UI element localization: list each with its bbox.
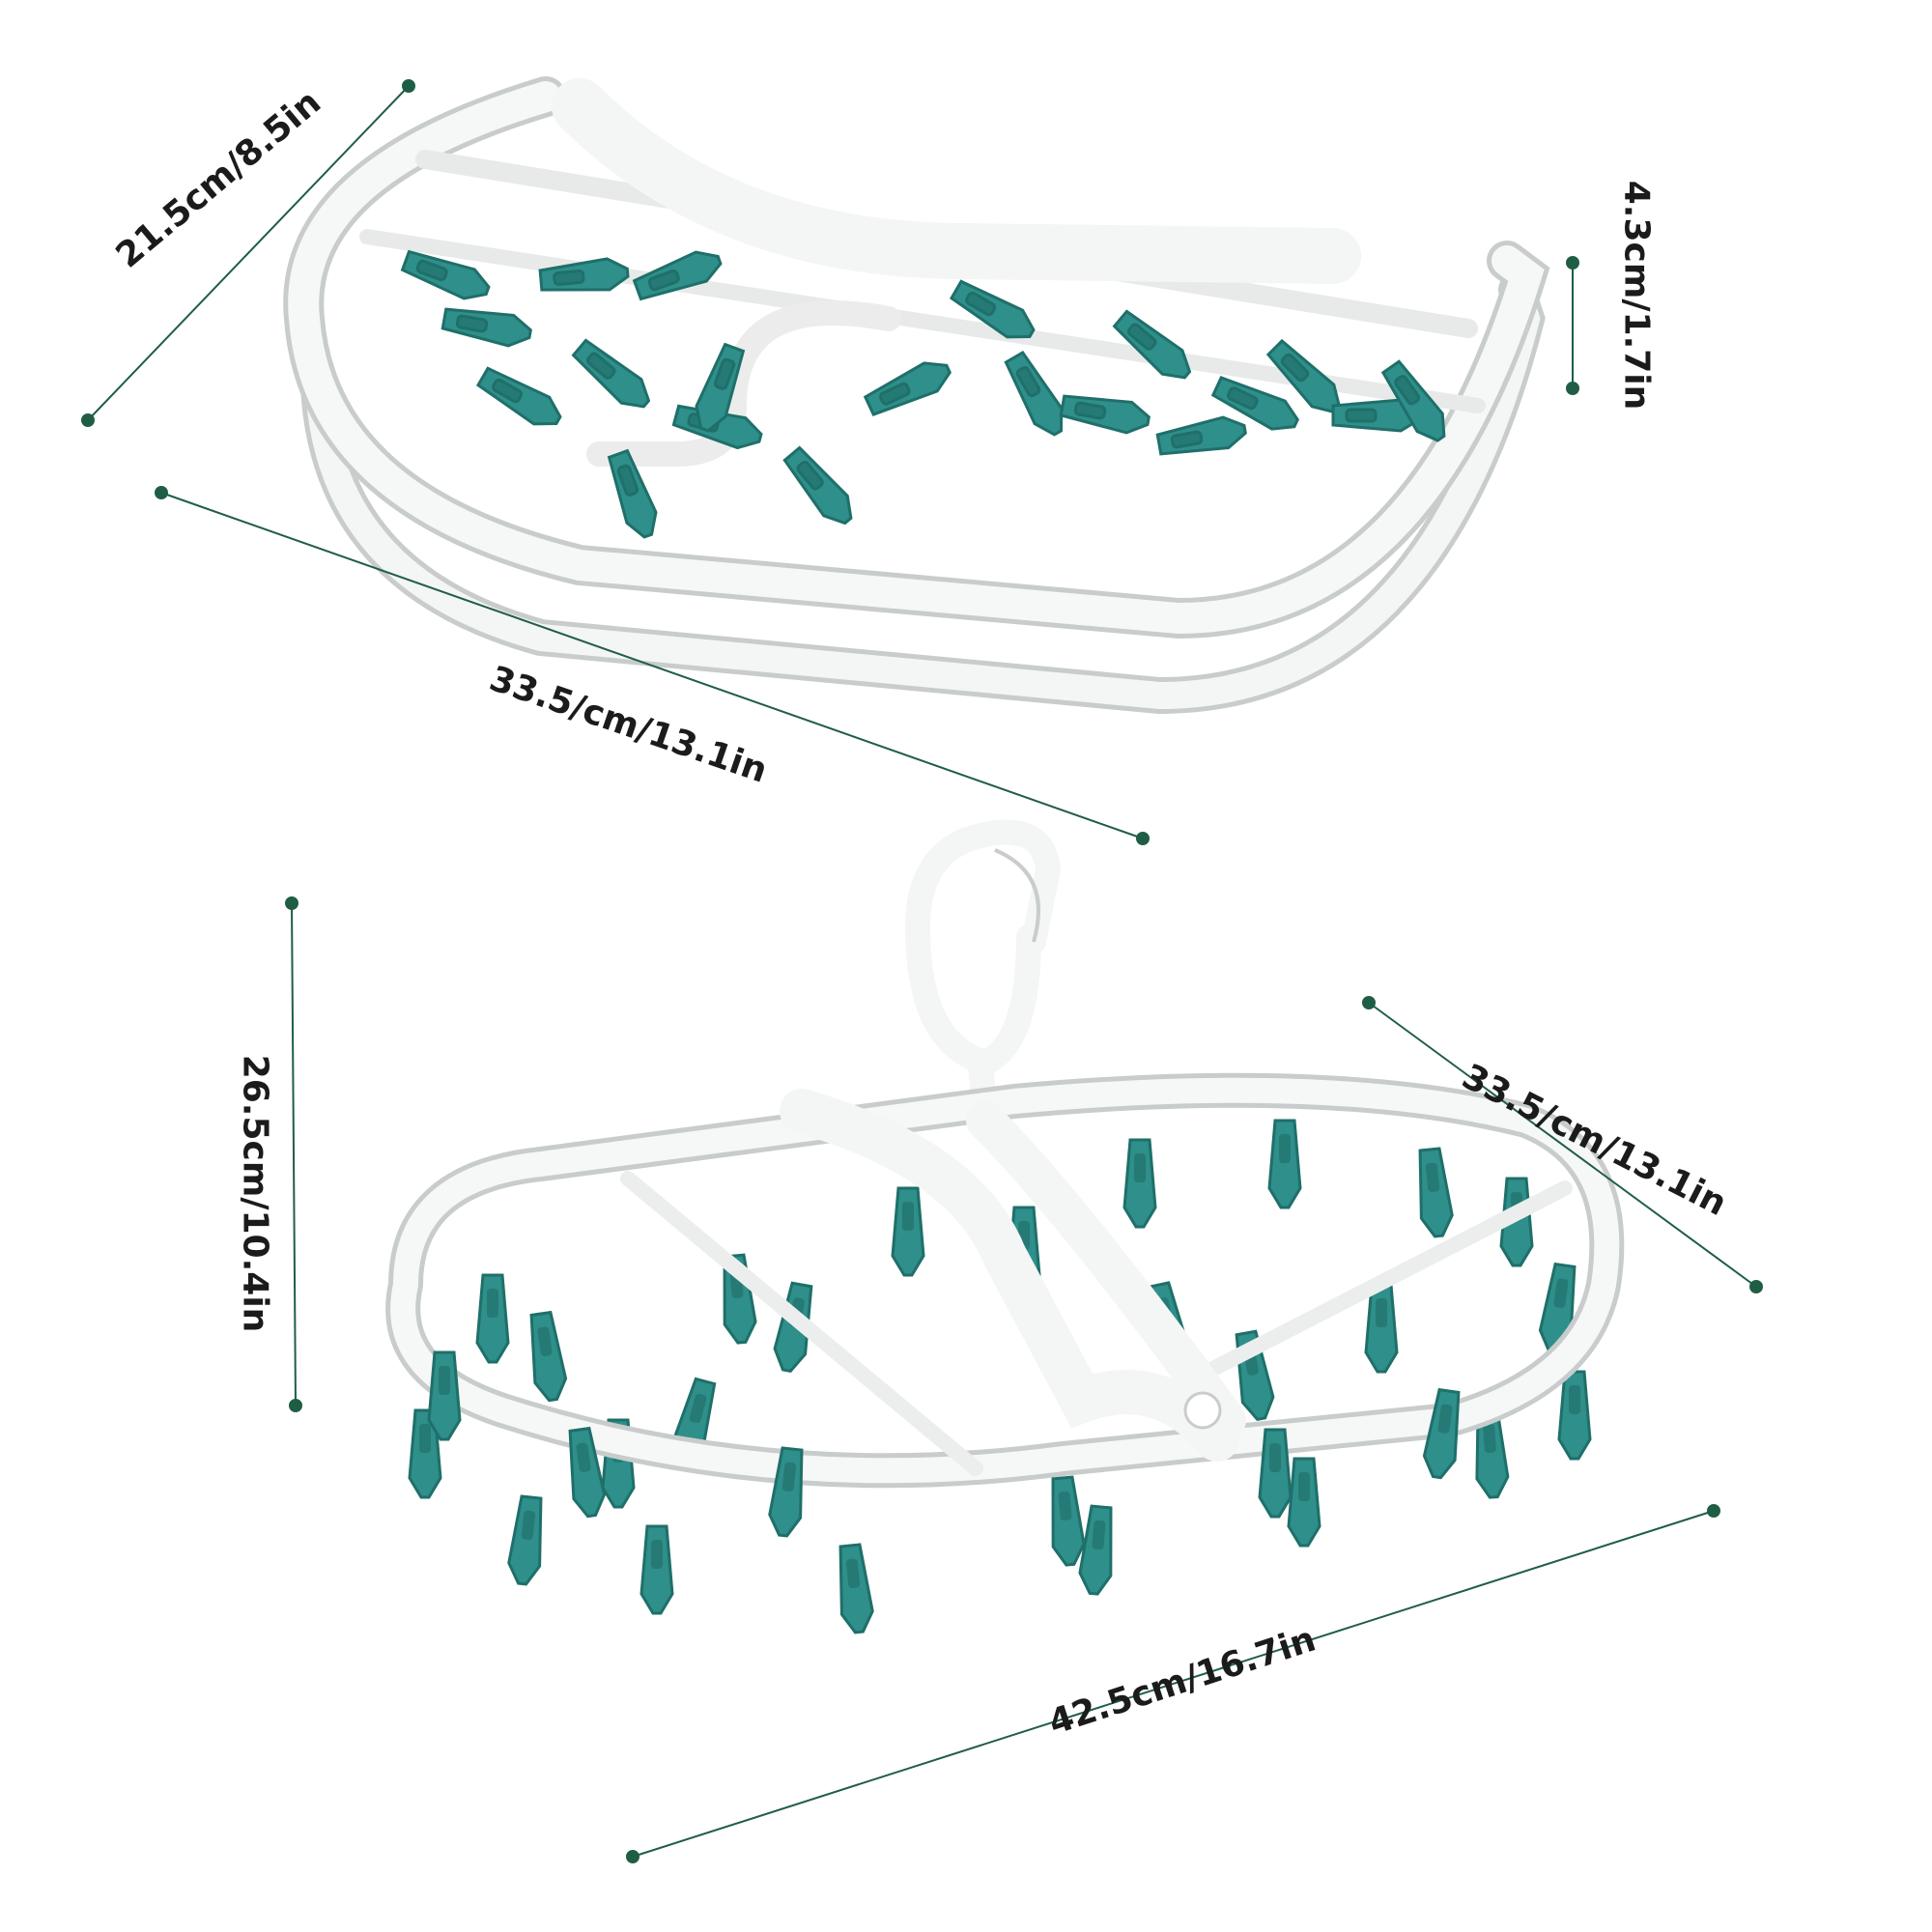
bottom-measure-lines xyxy=(285,896,1763,1863)
top-height-label: 4.3cm/1.7in xyxy=(1616,180,1657,411)
folded-hanger xyxy=(283,76,1550,715)
unfolded-hanger xyxy=(385,819,1625,1635)
bottom-height-label: 26.5cm/10.4in xyxy=(235,1054,275,1333)
top-measure-lines xyxy=(81,79,1579,845)
